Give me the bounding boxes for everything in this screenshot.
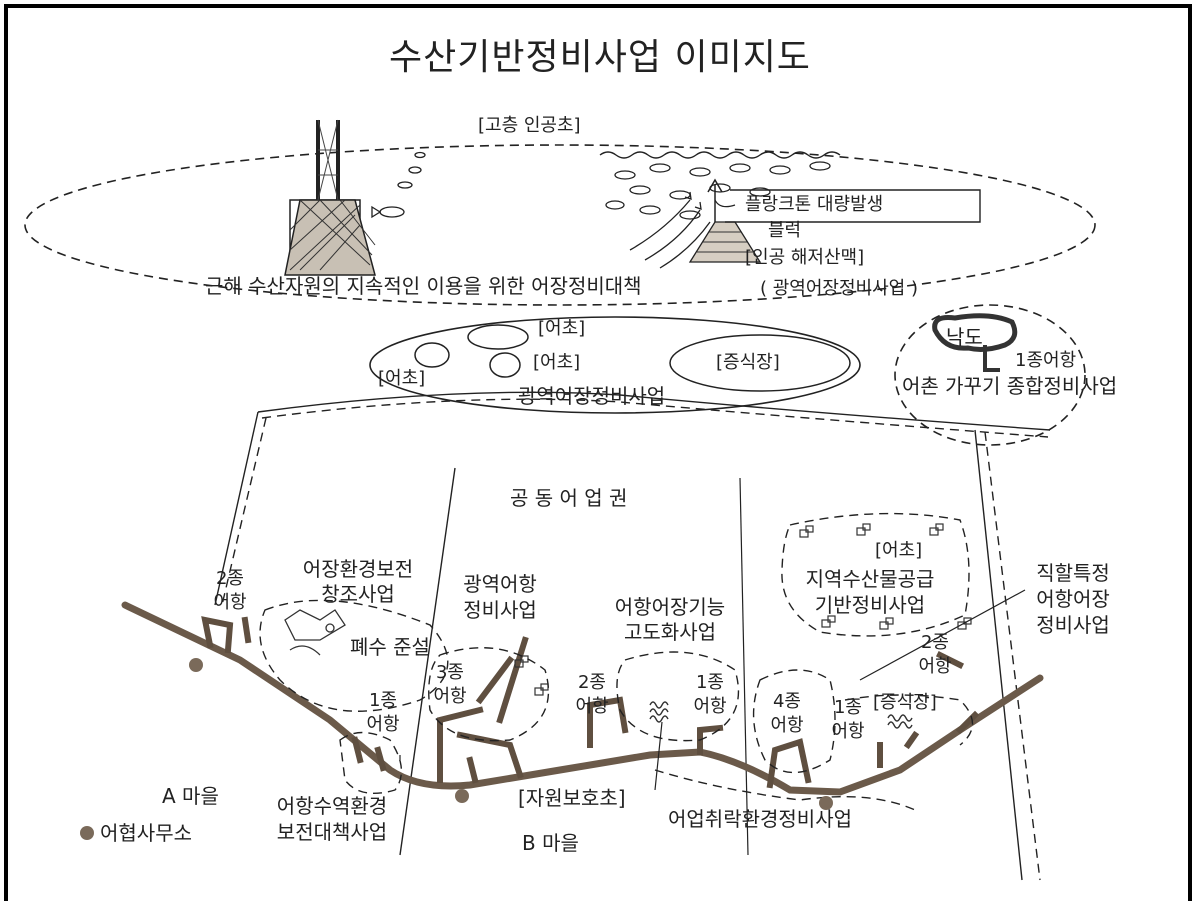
label-reef-1: [어초] bbox=[538, 318, 586, 339]
office-dot-b bbox=[455, 789, 469, 803]
village-sketch bbox=[284, 609, 346, 656]
plankton-box bbox=[725, 189, 981, 223]
leader-lines bbox=[399, 589, 1026, 791]
reef-circle-3 bbox=[489, 352, 521, 378]
diagram-title: 수산기반정비사업 이미지도 bbox=[389, 37, 811, 78]
label-wide-port-1: 광역어항 bbox=[463, 572, 537, 596]
legend-dot bbox=[80, 826, 94, 840]
label-culture-ground-2: [증식장] bbox=[873, 692, 937, 713]
label-port2-a-2: 어항 bbox=[213, 592, 247, 613]
label-wide-fishery-paren: ( 광역어장정비사업 ) bbox=[760, 278, 918, 299]
label-port1-b-1: 1종 bbox=[695, 672, 724, 693]
high-reef-tower bbox=[284, 119, 376, 276]
label-port3-2: 어항 bbox=[433, 686, 467, 707]
label-village-b: B 마을 bbox=[522, 831, 579, 855]
fishery-boundary-mid bbox=[399, 467, 456, 856]
culture-ground-ellipse bbox=[669, 334, 851, 392]
upwelling-arrow bbox=[707, 178, 723, 222]
label-port2-c-1: 2종 bbox=[920, 632, 949, 653]
culture-marks bbox=[649, 701, 913, 729]
label-port-env-1: 어항수역환경 bbox=[276, 794, 388, 818]
current-arrows bbox=[629, 191, 711, 269]
offshore-area-ellipse bbox=[24, 144, 1096, 306]
label-wide-port-2: 정비사업 bbox=[463, 598, 537, 622]
label-port2-b-2: 어항 bbox=[575, 696, 609, 717]
fishery-boundary-left bbox=[214, 411, 259, 606]
fish-school bbox=[605, 161, 831, 220]
label-port4-1: 4종 bbox=[772, 691, 801, 712]
label-dredging: 폐수 준설 bbox=[350, 635, 430, 659]
office-dot-a bbox=[189, 658, 203, 672]
label-port-env-2: 보전대책사업 bbox=[276, 820, 388, 844]
label-artificial-seamount: [인공 해저산맥] bbox=[745, 247, 865, 268]
label-plankton: 플랑크톤 대량발생 bbox=[745, 194, 884, 215]
label-port1-c-2: 어항 bbox=[831, 721, 865, 742]
fishery-boundary-top-dashed bbox=[261, 398, 1049, 438]
label-port1-a-1: 1종 bbox=[368, 690, 397, 711]
label-port1-b-2: 어항 bbox=[693, 696, 727, 717]
label-port4-2: 어항 bbox=[770, 715, 804, 736]
water-surface bbox=[599, 151, 841, 159]
label-high-reef: [고층 인공초] bbox=[478, 115, 581, 136]
office-dot-c bbox=[819, 796, 833, 810]
label-port1-a-2: 어항 bbox=[366, 714, 400, 735]
label-regional-supply-2: 기반정비사업 bbox=[814, 593, 926, 617]
label-culture-ground: [증식장] bbox=[716, 352, 780, 373]
label-offshore-policy: 근해 수산자원의 지속적인 이용을 위한 어장정비대책 bbox=[205, 274, 642, 298]
label-reef-3: [어초] bbox=[533, 352, 581, 373]
label-fishing-cluster: 어업취락환경정비사업 bbox=[668, 807, 852, 831]
fishery-boundary-top bbox=[257, 391, 1051, 431]
project-areas bbox=[259, 512, 974, 811]
label-port2-b-1: 2종 bbox=[577, 672, 606, 693]
fishery-boundary-right bbox=[974, 429, 1023, 881]
wide-fishery-ellipse bbox=[369, 316, 861, 414]
label-port-type1-island: 1종어항 bbox=[1015, 350, 1077, 371]
piers bbox=[201, 616, 980, 789]
label-village-a: A 마을 bbox=[162, 784, 219, 808]
label-reef-4: [어초] bbox=[875, 540, 923, 561]
reef-circle-1 bbox=[467, 324, 529, 350]
office-dots bbox=[80, 658, 833, 840]
label-special-1: 직할특정 bbox=[1036, 561, 1110, 585]
island-shape bbox=[932, 313, 1018, 352]
label-resource-reef: [자원보호초] bbox=[518, 786, 626, 810]
label-island: 낙도 bbox=[946, 325, 983, 349]
legend-office-label: 어협사무소 bbox=[100, 821, 192, 845]
label-reef-2: [어초] bbox=[378, 368, 426, 389]
label-fishing-village: 어촌 가꾸기 종합정비사업 bbox=[902, 374, 1118, 398]
island-pier bbox=[983, 345, 1000, 372]
label-env-conserve-1: 어장환경보전 bbox=[302, 557, 414, 581]
label-port1-c-1: 1종 bbox=[833, 697, 862, 718]
label-common-fishery: 공 동 어 업 권 bbox=[510, 486, 628, 510]
label-function-up-2: 고도화사업 bbox=[624, 620, 716, 644]
fish-left bbox=[371, 151, 426, 219]
island-area-ellipse bbox=[894, 304, 1086, 446]
label-special-3: 정비사업 bbox=[1036, 613, 1110, 637]
label-port2-a-1: 2종 bbox=[215, 568, 244, 589]
label-regional-supply-1: 지역수산물공급 bbox=[805, 567, 935, 591]
label-block: 블럭 bbox=[768, 220, 802, 241]
label-port2-c-2: 어항 bbox=[918, 656, 952, 677]
label-function-up-1: 어항어장기능 bbox=[614, 595, 726, 619]
label-env-conserve-2: 창조사업 bbox=[321, 582, 395, 606]
label-port3-1: 3종 bbox=[435, 662, 464, 683]
reef-circle-2 bbox=[414, 342, 450, 368]
label-special-2: 어항어장 bbox=[1036, 587, 1110, 611]
label-wide-fishery: 광역어장정비사업 bbox=[518, 384, 666, 408]
fishery-boundary-mid2 bbox=[739, 477, 749, 856]
diagram-frame bbox=[4, 4, 1192, 901]
